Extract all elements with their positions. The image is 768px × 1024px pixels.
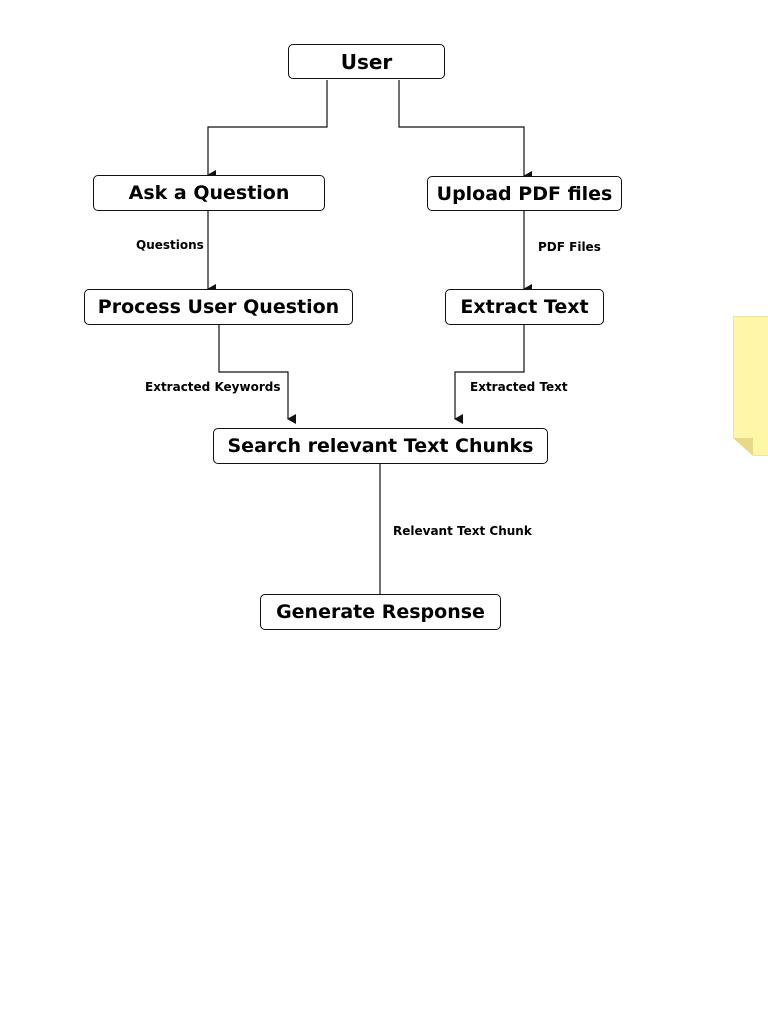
sticky-note[interactable] <box>733 316 768 456</box>
label-questions: Questions <box>136 238 204 252</box>
edge-process-to-search <box>218 325 296 424</box>
node-process-question: Process User Question <box>84 289 353 325</box>
edge-extract-to-search <box>454 325 525 424</box>
node-extract-text: Extract Text <box>445 289 604 325</box>
node-generate-response: Generate Response <box>260 594 501 630</box>
label-extracted-keywords: Extracted Keywords <box>145 380 281 394</box>
edge-user-to-ask <box>207 80 328 180</box>
sticky-note-fold <box>733 438 753 456</box>
node-search-chunks: Search relevant Text Chunks <box>213 428 548 464</box>
node-ask-question: Ask a Question <box>93 175 325 211</box>
node-upload-pdf: Upload PDF files <box>427 176 622 211</box>
node-user: User <box>288 44 445 79</box>
edge-user-to-upload <box>398 80 532 181</box>
label-relevant-chunk: Relevant Text Chunk <box>393 524 532 538</box>
label-pdf-files: PDF Files <box>538 240 601 254</box>
label-extracted-text: Extracted Text <box>470 380 568 394</box>
